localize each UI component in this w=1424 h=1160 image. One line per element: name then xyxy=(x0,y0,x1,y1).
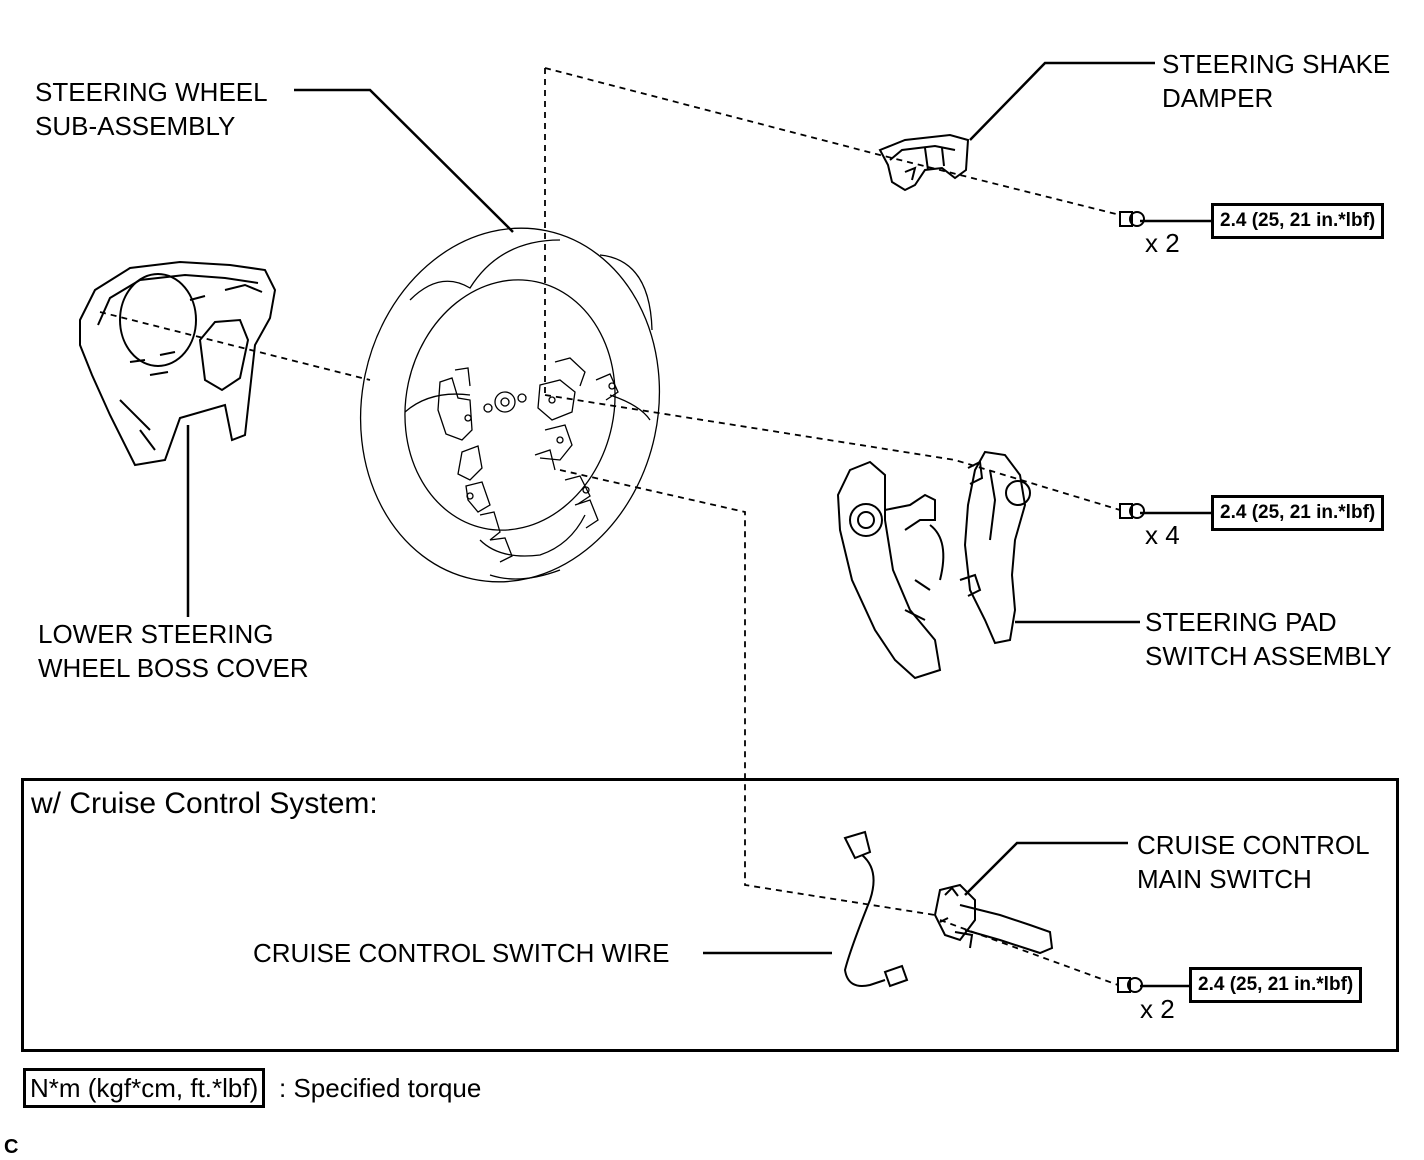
boss-cover-line xyxy=(99,311,371,381)
pad-switch-part xyxy=(836,450,1031,680)
damper-bolt-quantity: x 2 xyxy=(1145,228,1180,258)
pad-bolt-quantity: x 4 xyxy=(1145,520,1180,550)
cruise-switch-leader xyxy=(964,841,1128,896)
boss-cover-label: LOWER STEERING WHEEL BOSS COVER xyxy=(38,617,309,685)
shake-damper-label: STEERING SHAKE DAMPER xyxy=(1162,47,1390,115)
cruise-section-title: w/ Cruise Control System: xyxy=(31,787,378,820)
damper-torque-spec: 2.4 (25, 21 in.*lbf) xyxy=(1211,203,1385,239)
legend-units-box: N*m (kgf*cm, ft.*lbf) xyxy=(23,1068,266,1108)
pad-switch-label: STEERING PAD SWITCH ASSEMBLY xyxy=(1145,605,1392,673)
bolts xyxy=(1117,211,1145,993)
cruise-main-switch-label-line2: MAIN SWITCH xyxy=(1137,864,1312,894)
pad-switch-label-line2: SWITCH ASSEMBLY xyxy=(1145,641,1392,671)
cruise-bolt-quantity: x 2 xyxy=(1140,994,1175,1024)
damper-bolt xyxy=(1119,211,1145,227)
cruise-main-switch-label-line1: CRUISE CONTROL xyxy=(1137,830,1370,860)
steering-wheel-label: STEERING WHEEL SUB-ASSEMBLY xyxy=(35,75,268,143)
cruise-wire-part xyxy=(843,830,909,988)
cruise-route-line xyxy=(559,469,936,916)
pad-torque-spec: 2.4 (25, 21 in.*lbf) xyxy=(1211,495,1385,531)
boss-cover-label-line1: LOWER STEERING xyxy=(38,619,274,649)
shake-damper-label-line2: DAMPER xyxy=(1162,83,1274,113)
pad-bolt-line xyxy=(544,394,1121,511)
damper-leader xyxy=(969,61,1155,141)
cruise-bolt xyxy=(1117,977,1143,993)
cruise-switch-wire-label: CRUISE CONTROL SWITCH WIRE xyxy=(253,938,670,968)
legend-text: : Specified torque xyxy=(279,1073,482,1103)
steering-wheel-label-line1: STEERING WHEEL xyxy=(35,77,268,107)
cruise-control-section xyxy=(21,778,1399,1052)
cruise-bolt-line xyxy=(939,919,1119,986)
boss-cover-label-line2: WHEEL BOSS COVER xyxy=(38,653,309,683)
pad-switch-label-line1: STEERING PAD xyxy=(1145,607,1337,637)
wheel-leader xyxy=(294,88,514,233)
cruise-main-switch-label: CRUISE CONTROL MAIN SWITCH xyxy=(1137,828,1370,896)
boss-cover-part xyxy=(79,260,277,467)
leader-lines xyxy=(186,61,1212,988)
figure-code: C xyxy=(4,1136,19,1158)
damper-bolt-line xyxy=(544,67,1121,216)
shake-damper-label-line1: STEERING SHAKE xyxy=(1162,49,1391,79)
steering-wheel-label-line2: SUB-ASSEMBLY xyxy=(35,111,236,141)
pad-bolt xyxy=(1119,503,1145,519)
cruise-switch-part xyxy=(933,883,1054,955)
shake-damper-part xyxy=(878,133,970,192)
cruise-torque-spec: 2.4 (25, 21 in.*lbf) xyxy=(1189,967,1363,1003)
assembly-lines xyxy=(99,67,1121,986)
steering-wheel xyxy=(359,227,661,583)
